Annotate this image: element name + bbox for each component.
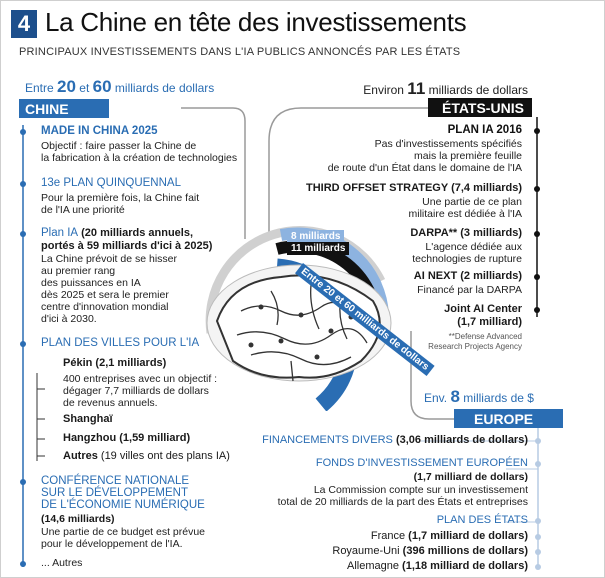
- usa-bullet: [534, 186, 540, 192]
- usa-item-title: DARPA** (3 milliards): [410, 227, 522, 239]
- china-item-title: 13e PLAN QUINQUENNAL: [41, 177, 181, 189]
- usa-bullet: [534, 128, 540, 134]
- europe-bullet: [535, 461, 541, 467]
- china-item-title: PLAN DES VILLES POUR L'IA: [41, 337, 200, 349]
- europe-amount: Env. 8 milliards de $: [424, 387, 534, 406]
- usa-bullet: [534, 231, 540, 237]
- europe-bullet: [535, 564, 541, 570]
- usa-item-title: AI NEXT (2 milliards): [413, 270, 522, 282]
- usa-amount: Environ 11 milliards de dollars: [363, 79, 528, 98]
- city-text: 400 entreprises avec un objectif :dégage…: [63, 373, 218, 409]
- europe-bullet: [535, 534, 541, 540]
- page-subtitle: PRINCIPAUX INVESTISSEMENTS DANS L'IA PUB…: [19, 46, 461, 58]
- china-item-title: Plan IA (20 milliards annuels, portés à …: [41, 227, 213, 252]
- europe-plan-uk: Royaume-Uni (396 millions de dollars): [332, 545, 528, 557]
- ring-label-us: 11 milliards: [287, 242, 350, 255]
- usa-bullet: [534, 274, 540, 280]
- china-bullet: [20, 181, 26, 187]
- usa-item-text: Financé par la DARPA: [417, 284, 522, 296]
- europe-fonds-amount: (1,7 milliard de dollars): [413, 471, 528, 483]
- europe-bullet: [535, 549, 541, 555]
- europe-financements: FINANCEMENTS DIVERS (3,06 milliards de d…: [262, 434, 528, 446]
- city-pekin: Pékin (2,1 milliards): [63, 357, 167, 369]
- usa-item-title: PLAN IA 2016: [447, 124, 522, 136]
- usa-bullet: [534, 307, 540, 313]
- china-item-amount: (14,6 milliards): [41, 513, 115, 525]
- china-label: CHINE: [19, 99, 109, 118]
- europe-bullet: [535, 438, 541, 444]
- china-bullet: [20, 341, 26, 347]
- europe-plan-germany: Allemagne (1,18 milliard de dollars): [347, 560, 528, 572]
- europe-plans-title: PLAN DES ÉTATS: [436, 514, 528, 526]
- europe-fonds-title: FONDS D'INVESTISSEMENT EUROPÉEN: [315, 457, 528, 469]
- china-bullet: [20, 231, 26, 237]
- city-hangzhou: Hangzhou (1,59 milliard): [63, 432, 191, 444]
- city-shanghai: Shanghaï: [63, 413, 113, 425]
- page-title: La Chine en tête des investissements: [45, 7, 467, 37]
- china-amount: Entre 20 et 60 milliards de dollars: [25, 77, 215, 96]
- usa-item-title: Joint AI Center(1,7 milliard): [444, 303, 522, 328]
- europe-bullet: [535, 518, 541, 524]
- europe-plan-france: France (1,7 milliard de dollars): [370, 530, 528, 542]
- ring-label-eu: 8 milliards: [287, 230, 345, 243]
- city-autres: Autres (19 villes ont des plans IA): [63, 450, 230, 462]
- china-bullet: [20, 479, 26, 485]
- europe-fonds-text: La Commission compte sur un investisseme…: [277, 484, 528, 508]
- china-bullet: [20, 129, 26, 135]
- usa-label: ÉTATS-UNIS: [428, 98, 532, 117]
- china-bullet: [20, 561, 26, 567]
- europe-label: EUROPE: [454, 409, 564, 428]
- china-others: ... Autres: [41, 557, 83, 569]
- china-item-title: MADE IN CHINA 2025: [41, 125, 158, 137]
- section-number: 4: [11, 10, 37, 38]
- usa-item-title: THIRD OFFSET STRATEGY (7,4 milliards): [306, 182, 522, 194]
